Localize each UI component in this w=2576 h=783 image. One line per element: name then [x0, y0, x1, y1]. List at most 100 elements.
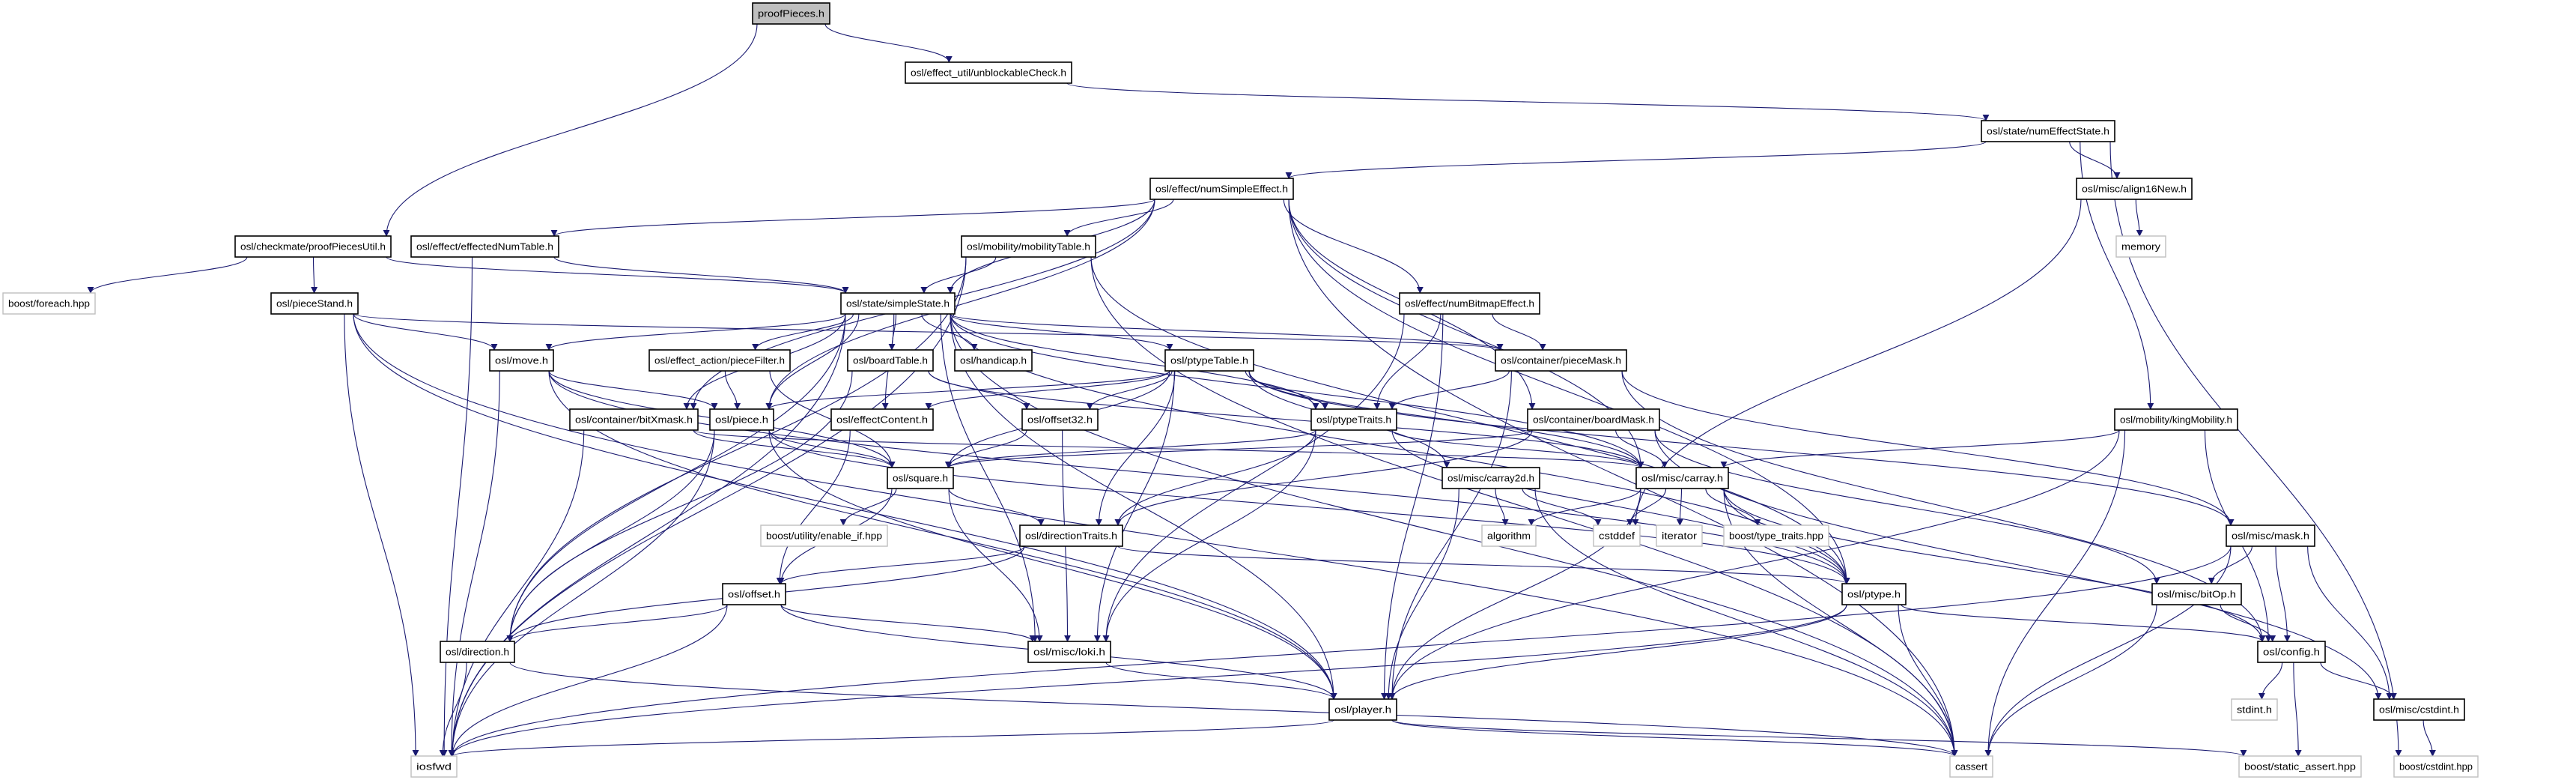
graph-node-osl-square-h[interactable]: osl/square.h	[887, 467, 954, 489]
node-box	[2076, 178, 2193, 200]
node-box	[2115, 235, 2166, 258]
edge-21-36	[776, 429, 851, 584]
graph-node-osl-misc-loki-h[interactable]: osl/misc/loki.h	[1027, 641, 1111, 663]
graph-node-osl-misc-cstdint-h[interactable]: osl/misc/cstdint.h	[2373, 698, 2465, 721]
node-label: osl/effect/numBitmapEffect.h	[1405, 298, 1534, 309]
graph-node-osl-state-numeffectstate-h[interactable]: osl/state/numEffectState.h	[1981, 120, 2115, 142]
graph-node-osl-player-h[interactable]: osl/player.h	[1328, 698, 1397, 721]
node-label: osl/state/simpleState.h	[846, 298, 950, 309]
edge-28-41	[1723, 488, 2266, 642]
edge-10-45	[344, 313, 419, 757]
node-label: osl/misc/loki.h	[1033, 647, 1105, 658]
edge-3-8	[1063, 199, 1174, 237]
edge-22-26	[944, 429, 1027, 468]
graph-node-osl-directiontraits-h[interactable]: osl/directionTraits.h	[1019, 524, 1123, 547]
node-box	[887, 467, 954, 489]
graph-node-osl-checkmate-proofpiecesutil-h[interactable]: osl/checkmate/proofPiecesUtil.h	[234, 235, 392, 258]
graph-node-osl-state-simplestate-h[interactable]: osl/state/simpleState.h	[840, 292, 956, 315]
edge-4-5	[2135, 199, 2143, 237]
graph-node-osl-container-boardmask-h[interactable]: osl/container/boardMask.h	[1527, 408, 1660, 431]
edge-40-44	[1105, 662, 1337, 700]
edge-17-21	[925, 370, 1170, 410]
node-label: osl/misc/cstdint.h	[2379, 704, 2459, 716]
node-label: osl/pieceStand.h	[276, 298, 353, 309]
graph-node-osl-misc-carray2d-h[interactable]: osl/misc/carray2d.h	[1442, 467, 1540, 489]
graph-node-osl-config-h[interactable]: osl/config.h	[2257, 641, 2326, 663]
graph-node-osl-boardtable-h[interactable]: osl/boardTable.h	[847, 349, 934, 372]
edge-27-46	[1534, 488, 1958, 757]
edge-37-46	[1898, 604, 1958, 757]
graph-node-osl-ptype-h[interactable]: osl/ptype.h	[1841, 583, 1907, 605]
graph-node-osl-piece-h[interactable]: osl/piece.h	[709, 408, 774, 431]
node-label: osl/container/pieceMask.h	[1501, 355, 1621, 366]
graph-node-osl-misc-carray-h[interactable]: osl/misc/carray.h	[1635, 467, 1729, 489]
node-box	[1019, 524, 1123, 547]
edge-36-40	[780, 604, 1036, 642]
graph-node-osl-effect-util-unblockablecheck-h[interactable]: osl/effect_util/unblockableCheck.h	[905, 61, 1072, 84]
node-box	[847, 349, 934, 372]
node-box	[569, 408, 699, 431]
edge-38-46	[1984, 604, 2157, 757]
graph-node-osl-offset32-h[interactable]: osl/offset32.h	[1021, 408, 1099, 431]
edge-35-38	[2208, 545, 2253, 584]
graph-node-osl-effectcontent-h[interactable]: osl/effectContent.h	[830, 408, 934, 431]
graph-node-osl-offset-h[interactable]: osl/offset.h	[722, 583, 786, 605]
graph-node-osl-misc-mask-h[interactable]: osl/misc/mask.h	[2226, 524, 2315, 547]
edge-35-45	[449, 545, 2232, 757]
graph-node-osl-direction-h[interactable]: osl/direction.h	[440, 641, 515, 663]
node-label: osl/effectContent.h	[836, 414, 928, 426]
node-box	[722, 583, 786, 605]
graph-node-osl-effect-numsimpleeffect-h[interactable]: osl/effect/numSimpleEffect.h	[1149, 178, 1294, 200]
node-box	[2231, 698, 2278, 721]
edge-17-28	[1248, 370, 1644, 468]
edge-18-44	[1388, 370, 1512, 700]
node-label: osl/player.h	[1334, 704, 1391, 716]
edge-26-30	[948, 488, 1045, 526]
edge-11-13	[545, 313, 846, 351]
node-label: osl/misc/mask.h	[2232, 530, 2309, 542]
node-box	[1656, 524, 1703, 547]
graph-node-osl-mobility-kingmobility-h[interactable]: osl/mobility/kingMobility.h	[2114, 408, 2238, 431]
edge-35-43	[2307, 545, 2393, 700]
edge-6-10	[311, 256, 318, 294]
edge-23-26	[945, 429, 1316, 468]
graph-node-osl-mobility-mobilitytable-h[interactable]: osl/mobility/mobilityTable.h	[961, 235, 1096, 258]
edge-20-44	[768, 429, 1337, 700]
node-label: osl/effect_action/pieceFilter.h	[654, 355, 785, 366]
graph-node-osl-container-piecemask-h[interactable]: osl/container/pieceMask.h	[1495, 349, 1627, 372]
graph-node-osl-ptypetable-h[interactable]: osl/ptypeTable.h	[1164, 349, 1254, 372]
edge-23-30	[1114, 429, 1316, 526]
edge-11-40	[940, 313, 1039, 642]
node-label: osl/checkmate/proofPiecesUtil.h	[240, 241, 386, 253]
graph-node-osl-move-h[interactable]: osl/move.h	[489, 349, 554, 372]
node-label: osl/effect/effectedNumTable.h	[416, 241, 553, 253]
edge-28-44	[1388, 488, 1641, 700]
edge-41-43	[2320, 662, 2397, 700]
edge-2-4	[2069, 141, 2121, 179]
edge-28-34	[1705, 488, 1761, 526]
node-label: osl/offset32.h	[1027, 414, 1093, 426]
graph-node-osl-misc-align16new-h[interactable]: osl/misc/align16New.h	[2076, 178, 2193, 200]
node-box	[648, 349, 791, 372]
graph-node-osl-handicap-h[interactable]: osl/handicap.h	[954, 349, 1033, 372]
graph-node-osl-piecestand-h[interactable]: osl/pieceStand.h	[270, 292, 359, 315]
edge-24-30	[1114, 429, 1533, 526]
graph-node-osl-effect-numbitmapeffect-h[interactable]: osl/effect/numBitmapEffect.h	[1399, 292, 1540, 315]
graph-node-osl-effect-effectednumtable-h[interactable]: osl/effect/effectedNumTable.h	[410, 235, 559, 258]
edge-17-23	[1245, 370, 1328, 410]
edge-7-11	[553, 256, 849, 294]
node-label: osl/state/numEffectState.h	[1987, 126, 2109, 137]
graph-node-osl-ptypetraits-h[interactable]: osl/ptypeTraits.h	[1310, 408, 1397, 431]
edge-8-45	[449, 256, 967, 757]
graph-node-osl-effect-action-piecefilter-h[interactable]: osl/effect_action/pieceFilter.h	[648, 349, 791, 372]
node-box	[489, 349, 554, 372]
edge-3-46	[1288, 199, 1958, 757]
edge-37-45	[449, 604, 1847, 757]
edge-27-44	[1385, 488, 1459, 700]
edge-11-17	[950, 313, 1173, 351]
graph-node-osl-container-bitxmask-h[interactable]: osl/container/bitXmask.h	[569, 408, 699, 431]
graph-node-osl-misc-bitop-h[interactable]: osl/misc/bitOp.h	[2151, 583, 2242, 605]
node-box	[961, 235, 1096, 258]
edge-43-48	[2422, 719, 2436, 757]
edge-11-16	[921, 313, 978, 351]
